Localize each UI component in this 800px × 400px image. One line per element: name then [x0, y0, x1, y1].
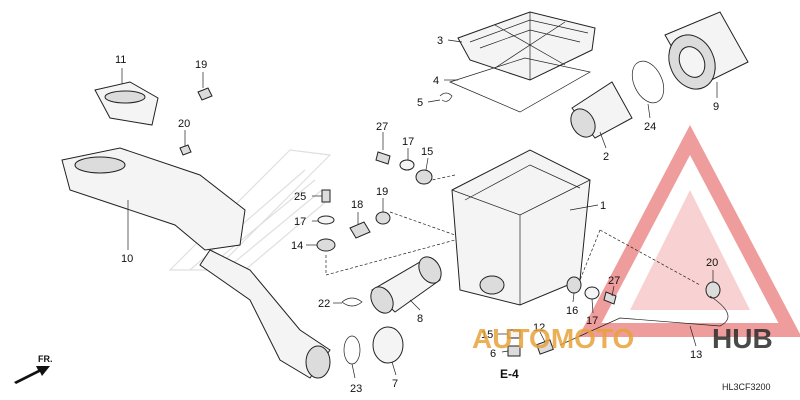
watermark-triangle [578, 124, 800, 337]
part-23-band [341, 297, 363, 307]
direction-label: FR. [38, 354, 53, 364]
reference-label: E-4 [500, 367, 519, 381]
callout-9: 9 [713, 101, 719, 113]
part-4-gasket [449, 57, 591, 113]
callout-25: 24 [644, 121, 656, 133]
part-11-cap [94, 81, 159, 126]
callout-23: 22 [318, 298, 330, 310]
watermark-text-part2: HUB [712, 323, 773, 354]
part-5-clip [439, 92, 453, 102]
callout-27b: 27 [608, 275, 620, 287]
callout-11: 11 [115, 54, 126, 66]
callout-8: 8 [417, 313, 423, 325]
part-7-joint [372, 326, 404, 364]
part-14-grommet [316, 238, 336, 252]
watermark-text-part1: AUTOMOTO [472, 323, 634, 354]
callout-18: 18 [351, 199, 363, 211]
callout-10: 10 [121, 253, 133, 265]
callout-5: 5 [417, 97, 423, 109]
callout-17b: 17 [294, 216, 306, 228]
watermark-logo [578, 124, 800, 337]
callout-22: 19 [195, 59, 207, 71]
part-10-duct [61, 147, 331, 379]
callout-4: 4 [433, 75, 439, 87]
part-9-filter [664, 11, 749, 90]
part-21-bolt [179, 144, 192, 156]
part-3-cover [457, 11, 596, 81]
callout-26: 25 [294, 191, 306, 203]
part-12-clip [536, 339, 554, 355]
part-8-tube [370, 256, 442, 314]
part-2-element [570, 81, 633, 139]
part-24-band [343, 335, 361, 365]
callout-13: 13 [690, 349, 702, 361]
part-27-bolt [375, 151, 391, 165]
part-17-washer [399, 159, 415, 171]
part-19-grommet [375, 211, 391, 225]
callout-6: 6 [490, 348, 496, 360]
part-20-cap [705, 281, 721, 299]
callout-15: 15 [481, 329, 493, 341]
callout-14: 14 [291, 240, 303, 252]
callout-3: 3 [437, 35, 443, 47]
callout-17c: 17 [586, 315, 598, 327]
drawing-code: HL3CF3200 [722, 382, 771, 392]
part-27-right [603, 291, 617, 305]
part-17-collar [317, 215, 335, 225]
part-13-tube [559, 295, 729, 346]
callout-20: 20 [706, 257, 718, 269]
part-16-right [566, 276, 582, 294]
callout-16b: 16 [566, 305, 578, 317]
part-18-sensor [349, 221, 371, 239]
part-16-grommet [415, 169, 433, 185]
part-26-bolt [321, 189, 331, 203]
callout-1: 1 [600, 200, 606, 212]
callout-7: 7 [392, 378, 398, 390]
callout-12: 12 [533, 322, 545, 334]
callout-16a: 15 [421, 146, 433, 158]
part-22-bolt [197, 87, 213, 101]
callout-21: 20 [178, 118, 190, 130]
leader-lines [121, 39, 718, 379]
part-17-right [584, 286, 600, 300]
callout-2: 2 [603, 151, 609, 163]
callout-17a: 17 [402, 136, 414, 148]
callout-19: 19 [376, 186, 388, 198]
callout-27a: 27 [376, 121, 388, 133]
direction-indicator: FR. [14, 354, 53, 384]
callout-24: 23 [350, 383, 362, 395]
part-25-band [631, 60, 665, 104]
watermark-text: AUTOMOTO HUB [472, 323, 773, 354]
callouts: 3 4 5 9 24 2 1 11 19 20 10 27 17 15 19 2… [115, 35, 719, 395]
